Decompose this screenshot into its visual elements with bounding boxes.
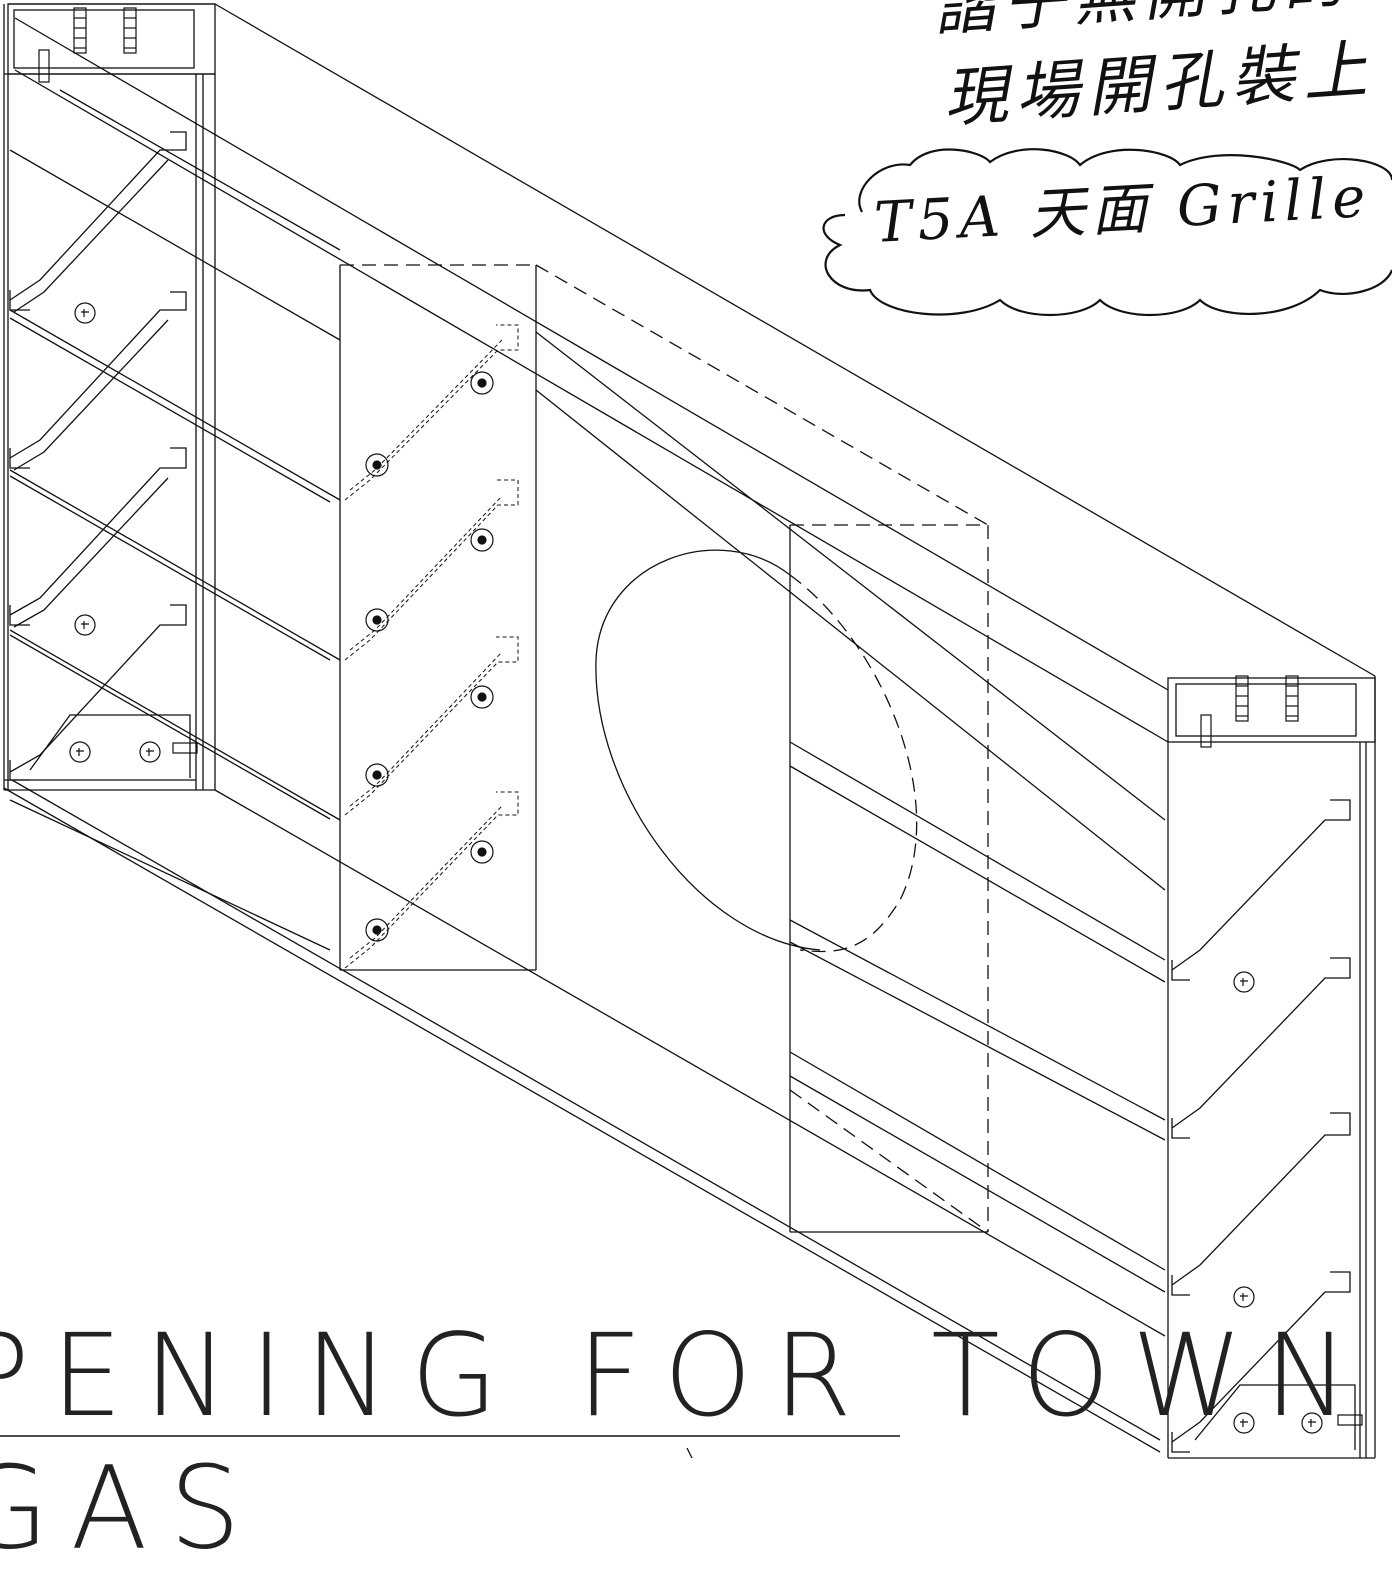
right-end-profile: [1167, 677, 1376, 1459]
phillips-screw-icon: [69, 302, 1323, 1434]
small-tick-mark: [686, 1447, 693, 1459]
louvre-blade-lines: [9, 17, 1169, 1293]
revision-cloud: [822, 148, 1392, 316]
town-gas-opening: [595, 549, 918, 953]
drawing-title: PENING FOR TOWN GAS: [0, 1310, 1371, 1575]
grille-cut-panel: [339, 265, 988, 1233]
hidden-lines: [340, 264, 989, 1233]
hidden-blade-profiles: [344, 324, 519, 969]
countersunk-bolt-icon: [38, 7, 1363, 1426]
left-end-profile: [4, 3, 216, 791]
isometric-louvre-drawing: [0, 3, 1392, 1459]
